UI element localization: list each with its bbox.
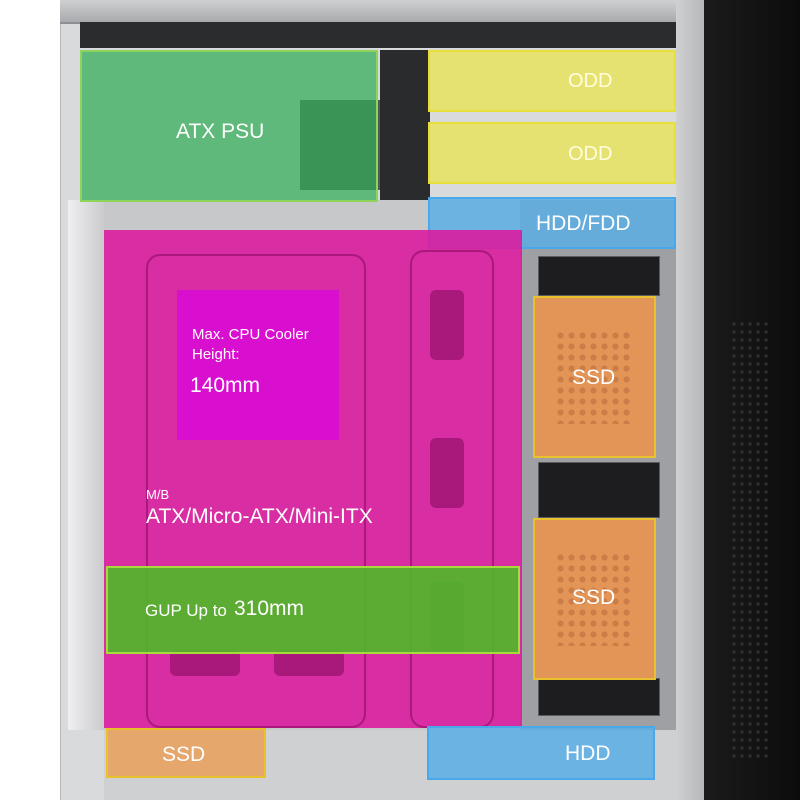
tray-cutout	[170, 650, 240, 676]
cpu-cooler-label: Max. CPU Cooler	[192, 326, 309, 343]
ssd-bottom-label: SSD	[162, 743, 206, 766]
psu-label: ATX PSU	[176, 120, 265, 143]
psu-zone	[80, 50, 378, 202]
hdd-bottom-label: HDD	[565, 742, 611, 765]
tray-cutout	[430, 438, 464, 508]
tray-cutout	[430, 290, 464, 360]
rear-io-rail	[68, 200, 104, 730]
gpu-zone	[106, 566, 520, 654]
motherboard-formats: ATX/Micro-ATX/Mini-ITX	[146, 505, 373, 528]
odd-bay-label: ODD	[568, 143, 613, 165]
drive-slot	[538, 678, 660, 716]
cpu-cooler-label: Height:	[192, 346, 240, 363]
hdd-bottom-zone	[427, 726, 655, 780]
odd-bay-shadow	[380, 50, 430, 200]
cpu-cooler-zone	[177, 290, 339, 440]
odd-bay-zone	[428, 50, 676, 112]
ssd-bay-label: SSD	[572, 586, 616, 609]
ssd-vent-pattern	[555, 330, 634, 424]
gpu-length: 310mm	[234, 597, 305, 620]
tray-outline	[146, 254, 366, 728]
drive-slot	[538, 462, 660, 518]
case-top-inner	[80, 22, 680, 48]
drive-slot	[538, 256, 660, 296]
case-side-panel	[676, 0, 706, 800]
ssd-vent-pattern	[555, 552, 634, 646]
cpu-cooler-height: 140mm	[190, 374, 261, 397]
gpu-label: GUP Up to	[145, 601, 227, 620]
tray-cutout	[274, 650, 344, 676]
odd-bay-label: ODD	[568, 70, 613, 92]
odd-bay-zone	[428, 122, 676, 184]
ssd-bay-label: SSD	[572, 366, 616, 389]
ssd-bay-zone	[533, 296, 656, 458]
ssd-bottom-zone	[106, 728, 266, 778]
hdd-fdd-label: HDD/FDD	[536, 212, 631, 235]
front-mesh	[730, 320, 770, 760]
ssd-bay-zone	[533, 518, 656, 680]
case-top-rail	[60, 0, 710, 24]
motherboard-heading: M/B	[146, 487, 170, 502]
